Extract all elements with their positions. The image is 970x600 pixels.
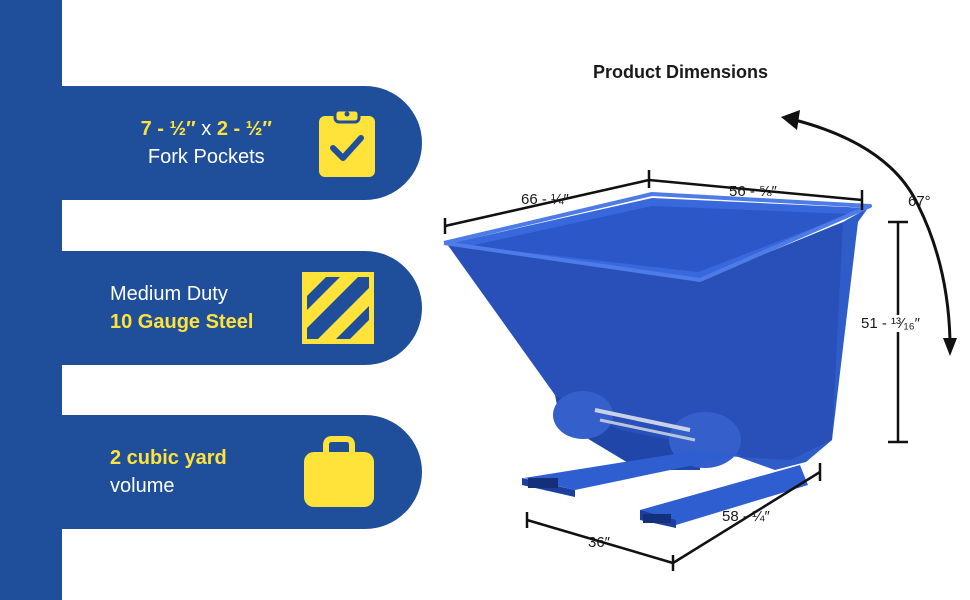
diagram-title: Product Dimensions <box>593 62 769 82</box>
hopper-illustration <box>443 192 872 528</box>
fork-pocket-x: x <box>195 118 217 140</box>
feature-volume-text: 2 cubic yard volume <box>110 444 227 500</box>
feature-steel-text: Medium Duty 10 Gauge Steel <box>110 280 253 336</box>
fork-pockets-label: Fork Pockets <box>147 146 265 168</box>
dimension-lines <box>443 170 908 571</box>
dim-base-width: 36″ <box>588 534 610 551</box>
dim-top-left: 66 - ¼″ <box>521 191 569 208</box>
dim-height: 51 - ¹³⁄₁₆″ <box>861 315 920 332</box>
striped-steel-icon <box>302 272 374 344</box>
clipboard-check-icon <box>319 108 375 177</box>
feature-steel: Medium Duty 10 Gauge Steel <box>0 251 422 365</box>
volume-label: volume <box>110 475 175 497</box>
tilt-angle-arrow <box>781 110 957 356</box>
feature-fork-pockets-text: 7 - ½″ x 2 - ½″ Fork Pockets <box>141 115 272 171</box>
feature-volume: 2 cubic yard volume <box>0 415 422 529</box>
dim-base-depth: 58 - ¼″ <box>722 508 770 525</box>
steel-gauge-label: 10 Gauge Steel <box>110 311 254 333</box>
steel-duty-label: Medium Duty <box>110 283 228 305</box>
container-bag-icon <box>304 436 374 507</box>
dim-angle: 67° <box>908 193 931 210</box>
volume-amount: 2 cubic yard <box>110 447 227 469</box>
fork-pocket-size-1: 7 - ½″ <box>140 118 196 140</box>
fork-pocket-size-2: 2 - ½″ <box>216 118 272 140</box>
feature-fork-pockets: 7 - ½″ x 2 - ½″ Fork Pockets <box>0 86 422 200</box>
dim-top-right: 56 - ⅝″ <box>729 183 777 200</box>
